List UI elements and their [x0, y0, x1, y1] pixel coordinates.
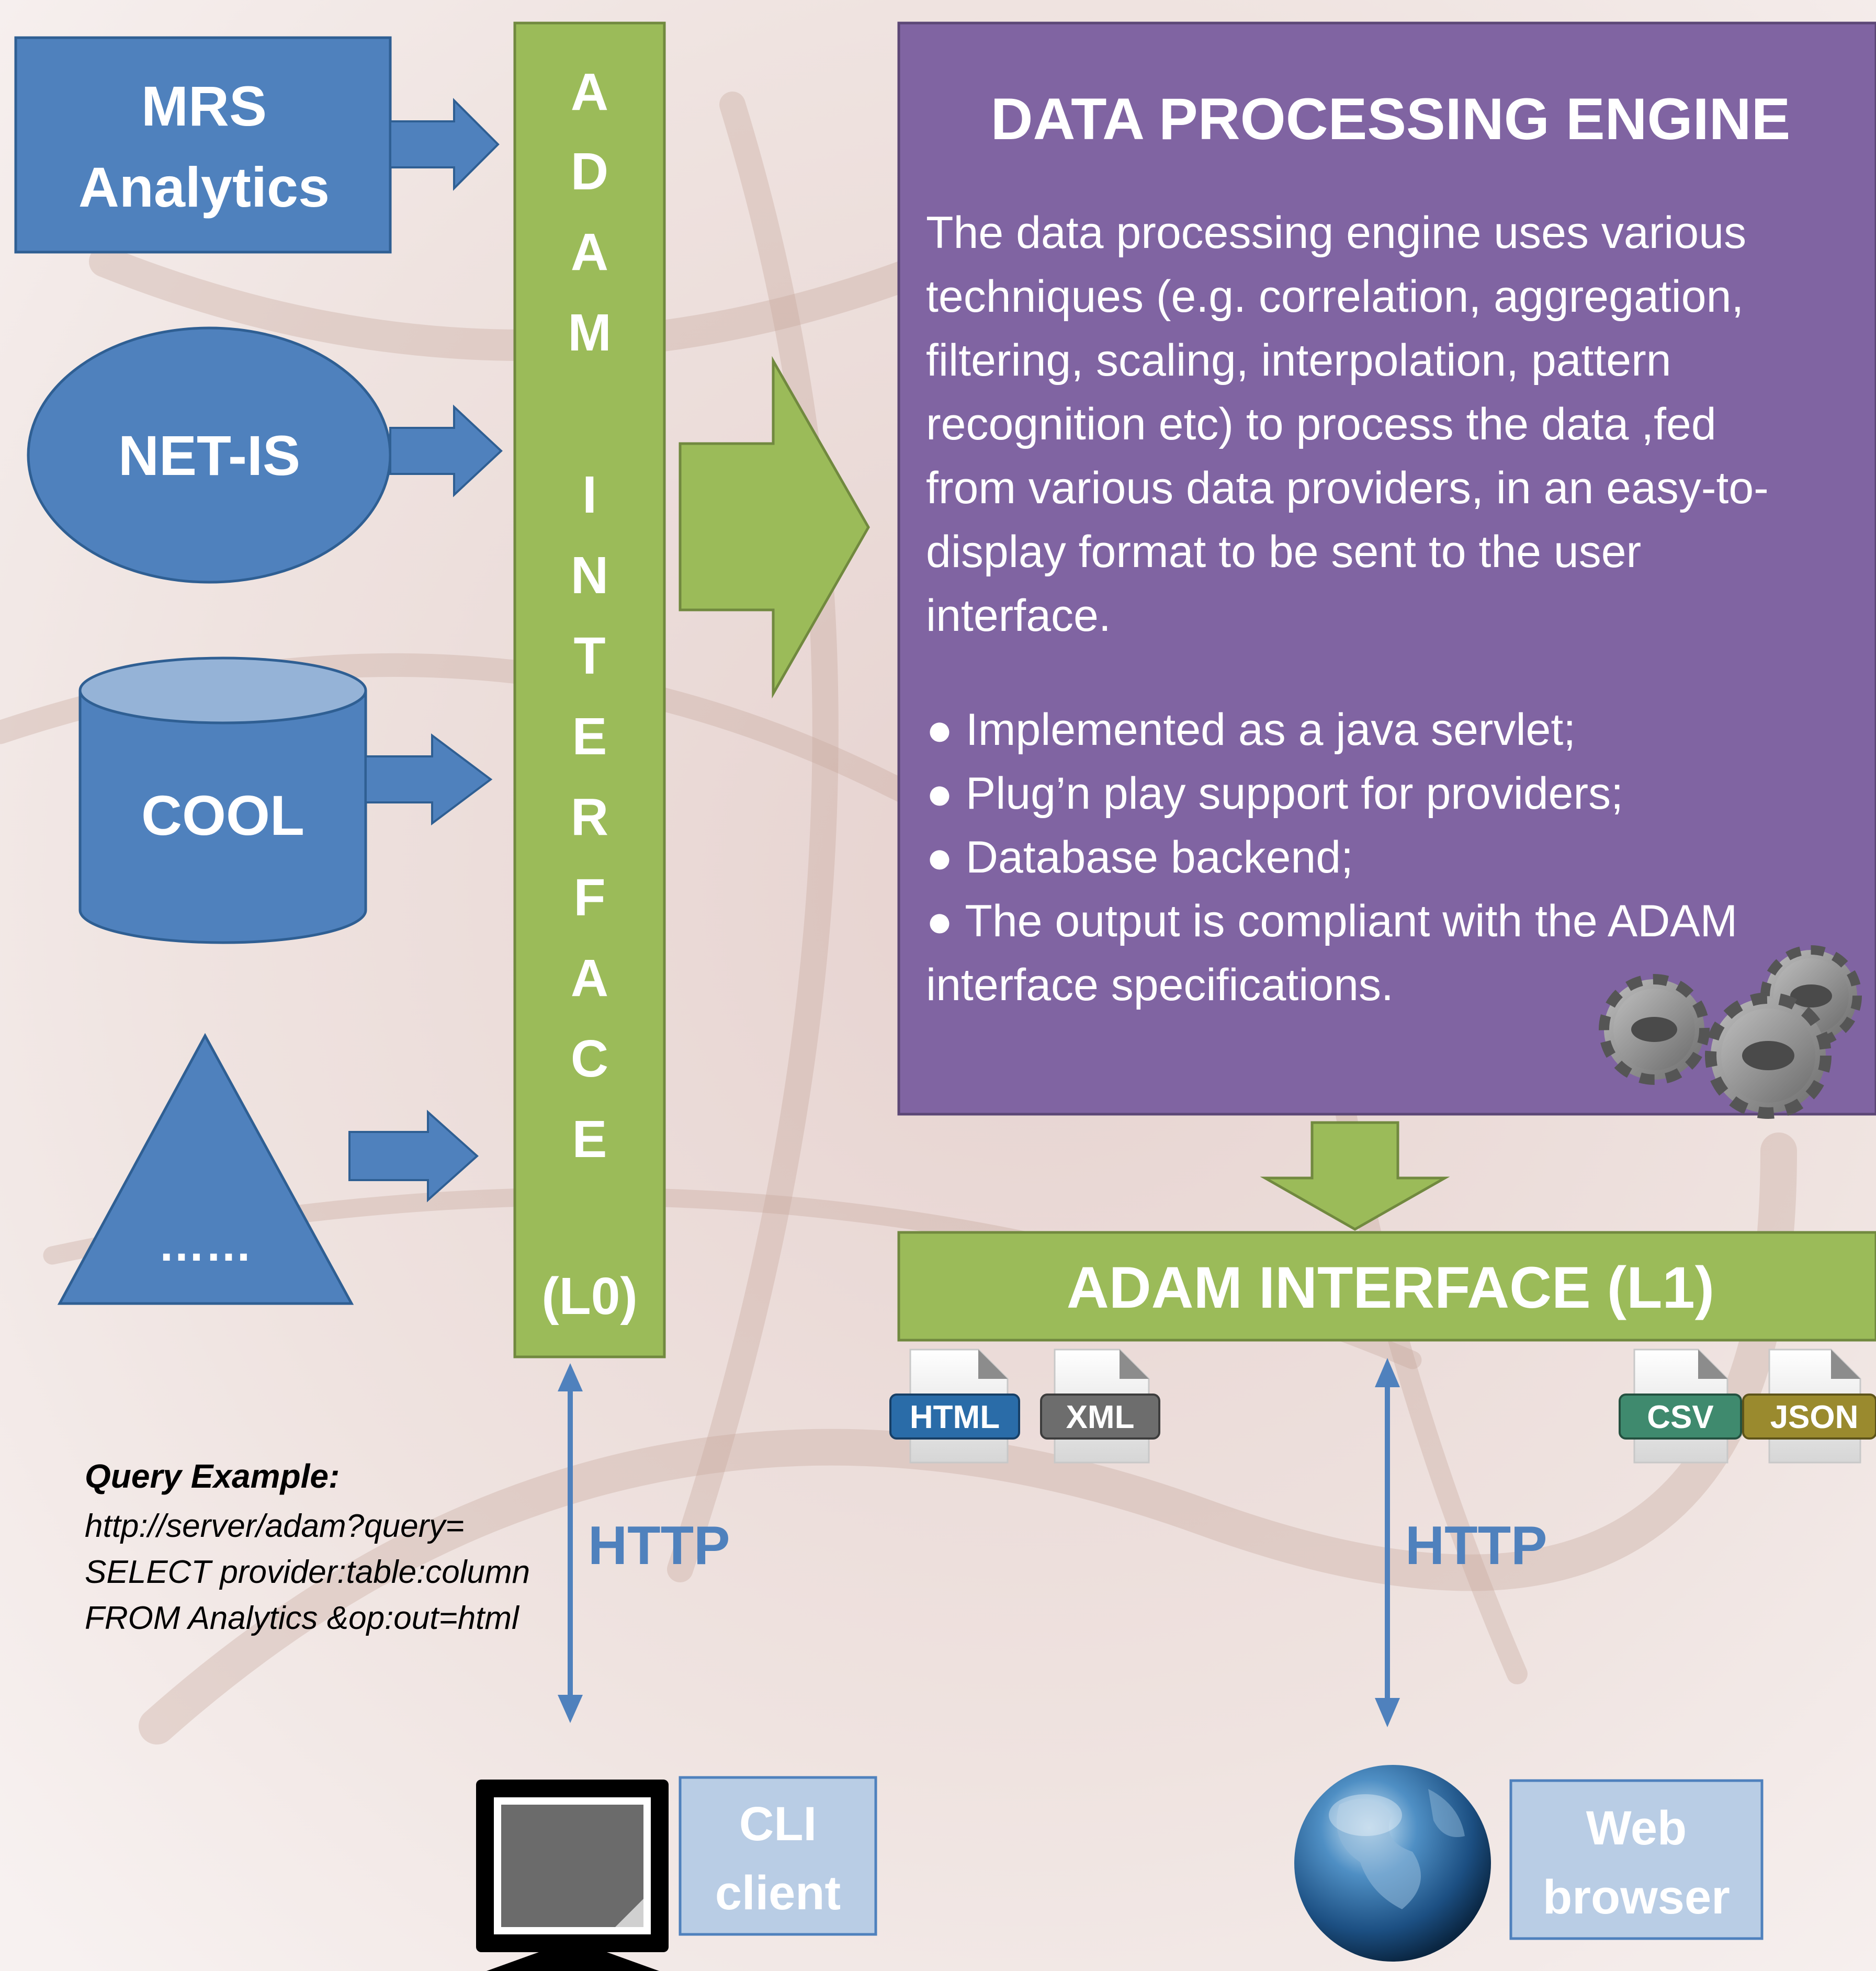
adam-l0-letter: E: [572, 1110, 607, 1169]
data-processing-engine: DATA PROCESSING ENGINE The data processi…: [897, 21, 1876, 1119]
engine-description: The data processing engine uses various …: [926, 208, 1769, 641]
adam-l0-letter: N: [571, 546, 608, 605]
cli-client-label: CLI client: [679, 1776, 877, 1936]
xml-file-icon: XML: [1040, 1349, 1160, 1464]
adam-l0-vertical-label: A D A M I N T E R F A C E: [568, 63, 611, 1169]
adam-interface-l1: ADAM INTERFACE (L1): [897, 1231, 1876, 1342]
csv-badge-label: CSV: [1647, 1399, 1713, 1435]
query-example-heading: Query Example:: [85, 1457, 340, 1495]
web-browser-label-line1: Web: [1586, 1802, 1687, 1855]
cli-client-label-line2: client: [715, 1866, 841, 1920]
netis-label: NET-IS: [118, 424, 300, 487]
cli-client-label-line1: CLI: [739, 1797, 817, 1851]
globe-icon: [1294, 1765, 1491, 1962]
engine-feature-item: interface specifications.: [926, 960, 1394, 1010]
engine-description-line: from various data providers, in an easy-…: [926, 463, 1769, 513]
engine-description-line: techniques (e.g. correlation, aggregatio…: [926, 271, 1744, 322]
cool-label: COOL: [141, 784, 304, 847]
http-label-right: HTTP: [1405, 1515, 1547, 1576]
mrs-label-line2: Analytics: [78, 155, 330, 219]
arrow-cool-to-adam: [365, 733, 493, 825]
adam-l0-level: (L0): [541, 1267, 637, 1326]
engine-description-line: filtering, scaling, interpolation, patte…: [926, 335, 1671, 386]
engine-description-line: recognition etc) to process the data ,fe…: [926, 399, 1716, 449]
adam-l0-letter: C: [571, 1029, 608, 1088]
source-other-triangle: ……: [57, 1033, 354, 1305]
http-label-left: HTTP: [588, 1515, 730, 1576]
adam-interface-l0: A D A M I N T E R F A C E (L0): [513, 21, 666, 1358]
engine-feature-item: ● Implemented as a java servlet;: [926, 705, 1576, 755]
adam-l0-letter: E: [572, 707, 607, 766]
json-badge-label: JSON: [1770, 1399, 1859, 1435]
html-badge-label: HTML: [910, 1399, 1000, 1435]
source-cool-database: COOL: [78, 656, 367, 944]
adam-l0-letter: I: [582, 466, 597, 524]
gears-icon: [1599, 945, 1862, 1119]
arrow-mrs-to-adam: [389, 98, 500, 191]
other-label: ……: [158, 1219, 252, 1271]
adam-l0-letter: R: [571, 788, 608, 846]
adam-l0-letter: D: [571, 142, 608, 201]
json-file-icon: JSON: [1742, 1349, 1876, 1464]
csv-file-icon: CSV: [1619, 1349, 1742, 1464]
adam-l0-letter: M: [568, 303, 611, 362]
http-connector-left: [558, 1363, 583, 1723]
http-connector-right: [1375, 1358, 1400, 1727]
query-example-line: FROM Analytics &op:out=html: [85, 1600, 520, 1636]
query-example: Query Example: http://server/adam?query=…: [85, 1457, 530, 1636]
adam-l0-letter: A: [571, 63, 608, 121]
mrs-label-line1: MRS: [141, 74, 267, 138]
source-mrs-analytics: MRS Analytics: [14, 36, 392, 254]
query-example-line: SELECT provider:table:column: [85, 1554, 530, 1590]
adam-l0-letter: A: [571, 223, 608, 281]
engine-feature-item: ● Database backend;: [926, 832, 1353, 882]
adam-l0-letter: F: [573, 868, 605, 927]
engine-feature-item: ● The output is compliant with the ADAM: [926, 896, 1737, 946]
adam-l1-label: ADAM INTERFACE (L1): [1067, 1255, 1714, 1320]
engine-description-line: interface.: [926, 591, 1111, 641]
engine-title: DATA PROCESSING ENGINE: [991, 86, 1791, 152]
engine-description-line: display format to be sent to the user: [926, 527, 1641, 577]
engine-description-line: The data processing engine uses various: [926, 208, 1746, 258]
arrow-engine-to-l1: [1260, 1121, 1450, 1231]
arrow-adam-to-engine: [679, 356, 870, 699]
web-browser-label: Web browser: [1509, 1779, 1764, 1940]
arrow-netis-to-adam: [389, 404, 503, 497]
xml-badge-label: XML: [1066, 1399, 1135, 1435]
web-browser-label-line2: browser: [1543, 1871, 1730, 1924]
query-example-line: http://server/adam?query=: [85, 1508, 464, 1544]
computer-monitor-icon: [476, 1780, 669, 1971]
adam-l0-letter: A: [571, 949, 608, 1007]
engine-feature-item: ● Plug’n play support for providers;: [926, 768, 1623, 819]
adam-l0-letter: T: [573, 627, 605, 685]
source-net-is: NET-IS: [27, 326, 392, 584]
engine-feature-list: ● Implemented as a java servlet; ● Plug’…: [926, 705, 1737, 1010]
arrow-other-to-adam: [348, 1109, 479, 1203]
html-file-icon: HTML: [889, 1349, 1020, 1464]
